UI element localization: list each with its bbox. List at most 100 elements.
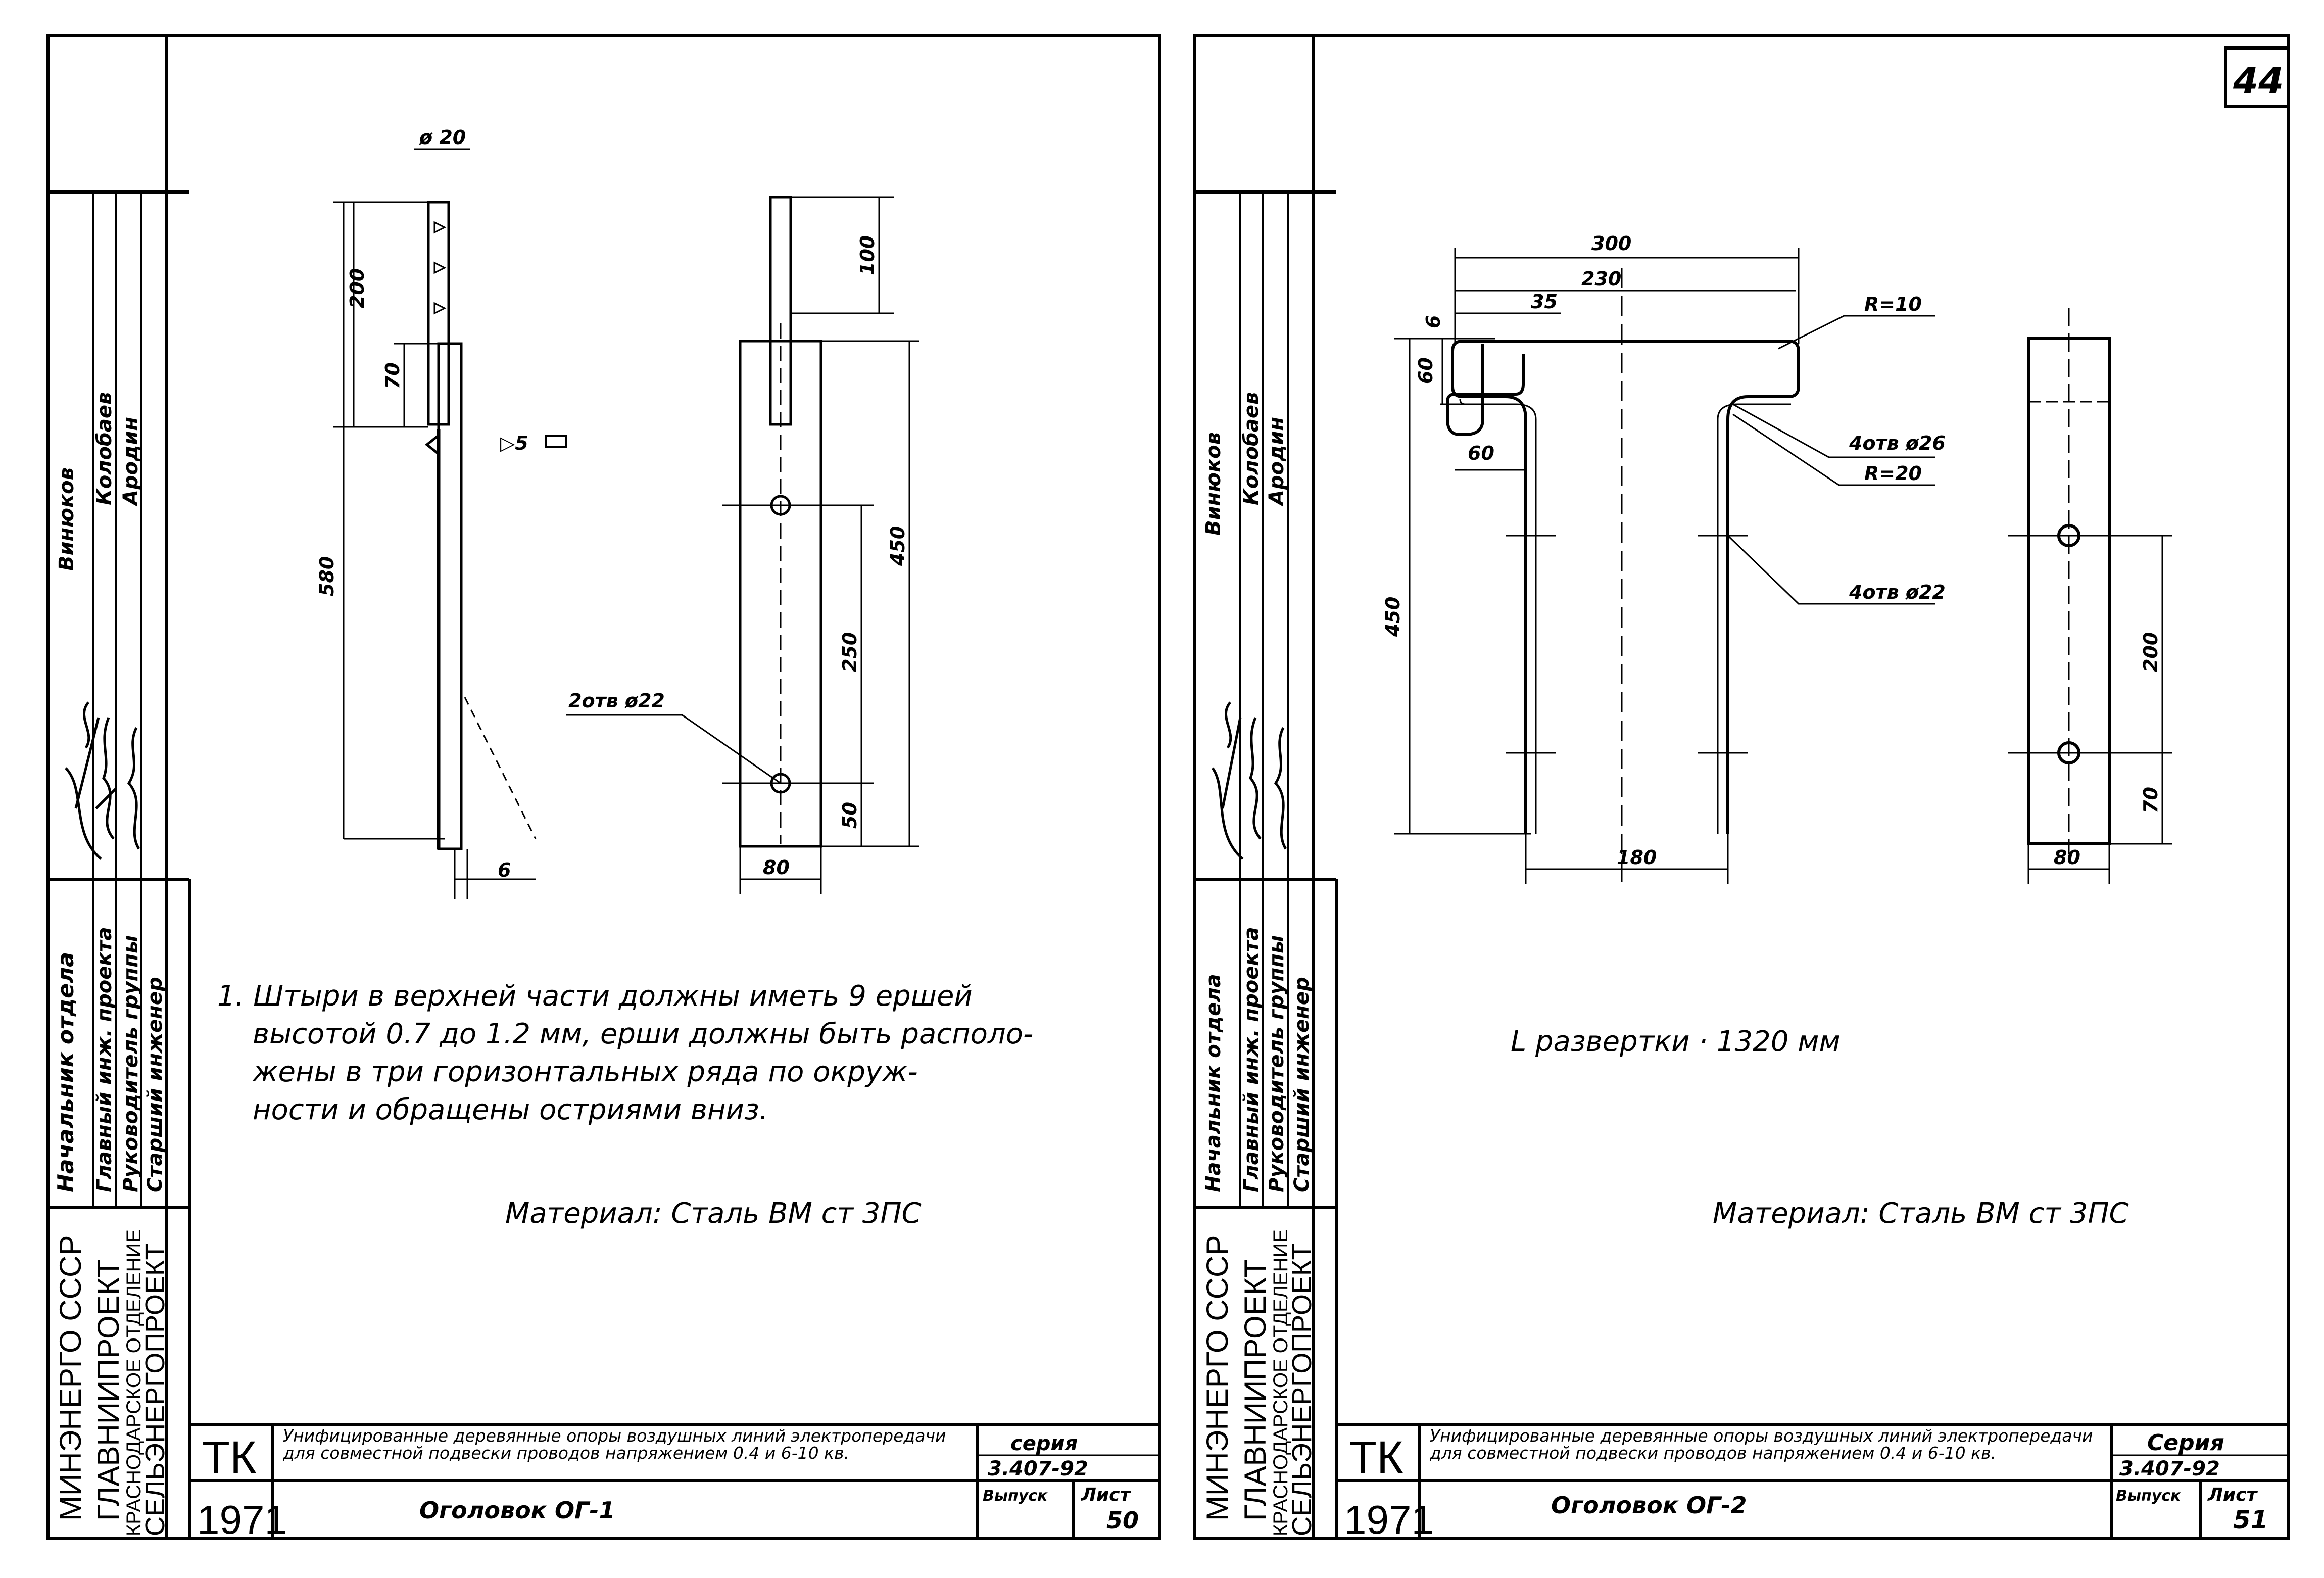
- dim-6: 6: [498, 859, 511, 881]
- dim-35: 35: [1531, 291, 1558, 313]
- org-line-3: КРАСНОДАРСКОЕ ОТДЕЛЕНИЕ: [1270, 1229, 1292, 1536]
- left-sheet: [46, 34, 1161, 1540]
- role-4: Старший инженер: [1290, 977, 1314, 1192]
- org-line-4: СЕЛЬЭНЕРГОПРОЕКТ: [1287, 1244, 1317, 1536]
- tk-label: ТК: [202, 1432, 256, 1483]
- dim-450: 450: [1382, 597, 1404, 637]
- issue-label: Выпуск: [983, 1487, 1048, 1505]
- note-line-2: высотой 0.7 до 1.2 мм, ерши должны быть …: [253, 1018, 1033, 1050]
- left-signatures: [65, 701, 140, 860]
- org-line-1: МИНЭНЕРГО СССР: [54, 1235, 87, 1521]
- series-value: 3.407-92: [2119, 1457, 2220, 1480]
- role-3: Руководитель группы: [1265, 935, 1288, 1192]
- name-3: Ародин: [119, 417, 142, 507]
- radius-20: R=20: [1864, 462, 1922, 485]
- left-sheet-frame: [46, 34, 1161, 1540]
- dim-450: 450: [887, 526, 909, 566]
- dim-200: 200: [2140, 632, 2162, 672]
- dim-50: 50: [839, 802, 861, 829]
- right-plate-dims: 200 70 80: [2054, 632, 2162, 869]
- holes-label: 2отв ø22: [568, 690, 665, 712]
- series-value: 3.407-92: [988, 1457, 1088, 1480]
- dim-230: 230: [1581, 268, 1621, 290]
- name-2: Колобаев: [93, 392, 116, 505]
- org-line-4: СЕЛЬЭНЕРГОПРОЕКТ: [140, 1244, 170, 1536]
- sheet-number: 50: [1106, 1507, 1139, 1534]
- drawing-title: Унифицированные деревянные опоры воздушн…: [283, 1427, 946, 1462]
- left-front-view: [566, 196, 919, 894]
- org-line-2: ГЛАВНИИПРОЕКТ: [91, 1259, 125, 1521]
- page-number: 44: [2233, 60, 2284, 102]
- left-title-block: ТК 1971 Унифицированные деревянные опоры…: [197, 1427, 1139, 1542]
- role-2: Главный инж. проекта: [93, 927, 116, 1192]
- role-4: Старший инженер: [143, 977, 167, 1192]
- name-1: Винюков: [1202, 432, 1225, 536]
- right-roles: Начальник отдела Главный инж. проекта Ру…: [1202, 927, 1314, 1192]
- radius-10: R=10: [1864, 293, 1922, 315]
- dim-200: 200: [346, 268, 368, 308]
- dim-80: 80: [2054, 846, 2080, 869]
- series-label: Серия: [2147, 1430, 2224, 1456]
- org-line-3: КРАСНОДАРСКОЕ ОТДЕЛЕНИЕ: [123, 1229, 145, 1536]
- weld-symbol: ▷5: [500, 432, 528, 454]
- right-side-plate: [2008, 308, 2172, 884]
- dim-580: 580: [316, 556, 338, 596]
- right-signatures: [1211, 701, 1287, 860]
- left-front-dims: 100 450 250 50 80 2отв ø22: [568, 235, 909, 879]
- right-t-bracket: [1394, 248, 1935, 884]
- dim-60-vertical: 60: [1415, 357, 1437, 384]
- sheet-label: Лист: [2207, 1485, 2258, 1505]
- year-label: 1971: [197, 1497, 287, 1542]
- right-material: Материал: Сталь ВМ ст 3ПС: [1713, 1197, 2129, 1230]
- org-line-1: МИНЭНЕРГО СССР: [1200, 1235, 1234, 1521]
- dim-6: 6: [1422, 315, 1444, 328]
- dim-70: 70: [381, 362, 404, 389]
- role-2: Главный инж. проекта: [1240, 927, 1263, 1192]
- right-title-block: ТК 1971 Унифицированные деревянные опоры…: [1344, 1427, 2268, 1542]
- tk-label: ТК: [1349, 1432, 1403, 1483]
- right-sheet-frame: [1193, 34, 2290, 1540]
- series-label: серия: [1010, 1432, 1078, 1455]
- drawing-title: Унифицированные деревянные опоры воздушн…: [1430, 1427, 2093, 1462]
- right-t-dims: 300 230 35 6 60 60 R=10 4отв ø26 R=20 4о…: [1382, 232, 1946, 869]
- sheet-label: Лист: [1081, 1485, 1131, 1505]
- right-org-stamp: МИНЭНЕРГО СССР ГЛАВНИИПРОЕКТ КРАСНОДАРСК…: [1200, 1229, 1317, 1536]
- right-sheet: [1193, 34, 2290, 1540]
- note-line-3: жены в три горизонтальных ряда по окруж-: [252, 1056, 918, 1088]
- left-names: Винюков Колобаев Ародин: [55, 392, 142, 571]
- note-line-1: 1. Штыри в верхней части должны иметь 9 …: [217, 980, 973, 1013]
- dim-d20: ø 20: [419, 126, 466, 149]
- role-1: Начальник отдела: [53, 952, 79, 1192]
- holes-22: 4отв ø22: [1849, 581, 1946, 603]
- left-material: Материал: Сталь ВМ ст 3ПС: [505, 1197, 922, 1230]
- year-label: 1971: [1344, 1497, 1434, 1542]
- left-notes: 1. Штыри в верхней части должны иметь 9 …: [217, 980, 1033, 1230]
- right-notes: L развертки · 1320 мм Материал: Сталь ВМ…: [1511, 1025, 2129, 1230]
- note-line-4: ности и обращены остриями вниз.: [253, 1093, 768, 1126]
- left-roles: Начальник отдела Главный инж. проекта Ру…: [53, 927, 167, 1192]
- dim-300: 300: [1591, 232, 1631, 255]
- dim-80: 80: [763, 856, 790, 879]
- length-note: L развертки · 1320 мм: [1511, 1025, 1841, 1058]
- name-1: Винюков: [55, 467, 78, 571]
- holes-26: 4отв ø26: [1849, 432, 1946, 454]
- role-1: Начальник отдела: [1202, 974, 1225, 1192]
- left-side-dims: ø 20 200 70 580 6 ▷5: [316, 126, 528, 881]
- org-line-2: ГЛАВНИИПРОЕКТ: [1238, 1259, 1272, 1521]
- role-3: Руководитель группы: [119, 935, 142, 1192]
- left-org-stamp: МИНЭНЕРГО СССР ГЛАВНИИПРОЕКТ КРАСНОДАРСК…: [54, 1229, 170, 1536]
- name-3: Ародин: [1265, 417, 1288, 507]
- left-side-view: [333, 148, 567, 899]
- issue-label: Выпуск: [2116, 1487, 2181, 1505]
- name-2: Колобаев: [1240, 392, 1263, 505]
- dim-250: 250: [839, 632, 861, 672]
- dim-100: 100: [856, 235, 879, 275]
- part-name: Оголовок ОГ-2: [1551, 1492, 1747, 1519]
- right-names: Винюков Колобаев Ародин: [1202, 392, 1288, 536]
- part-name: Оголовок ОГ-1: [419, 1497, 615, 1524]
- dim-70: 70: [2140, 787, 2162, 814]
- sheet-number: 51: [2233, 1505, 2268, 1535]
- dim-60-horizontal: 60: [1468, 442, 1494, 464]
- dim-180: 180: [1617, 846, 1657, 869]
